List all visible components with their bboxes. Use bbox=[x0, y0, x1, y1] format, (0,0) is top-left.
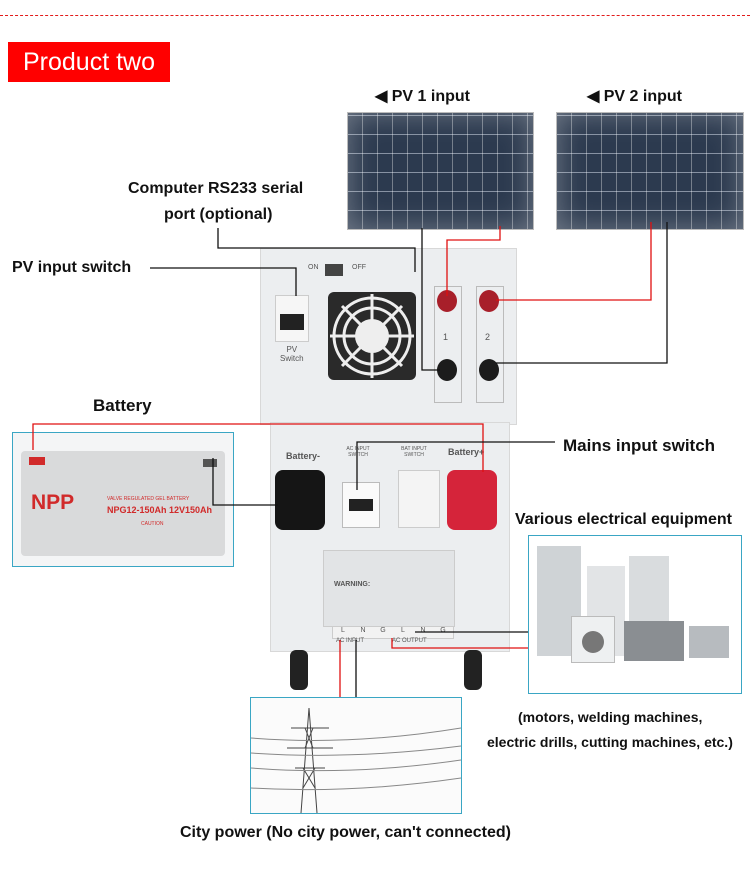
battery-negative-terminal[interactable] bbox=[275, 470, 325, 530]
terminal-g-out: G bbox=[440, 627, 446, 634]
pv1-number: 1 bbox=[443, 332, 449, 342]
battery-neg-label: Battery- bbox=[286, 451, 321, 461]
pv1-input-label: ◀ PV 1 input bbox=[375, 88, 470, 105]
wheel-right bbox=[464, 650, 482, 690]
terminal-n-in: N bbox=[360, 627, 366, 634]
pv2-positive-wire bbox=[496, 222, 652, 301]
pv1-negative-terminal[interactable] bbox=[437, 359, 457, 381]
equipment-note-2: electric drills, cutting machines, etc.) bbox=[487, 734, 733, 750]
arrow-left-icon: ◀ bbox=[375, 88, 392, 105]
battery-positive-post bbox=[29, 457, 45, 465]
pv2-positive-terminal[interactable] bbox=[479, 290, 499, 312]
mains-input-switch-label: Mains input switch bbox=[563, 436, 716, 455]
rs232-label-line1: Computer RS233 serial bbox=[128, 180, 304, 197]
pv-breaker[interactable] bbox=[275, 295, 309, 342]
ac-input-label: AC INPUT bbox=[336, 638, 365, 644]
rs232-label-line2: port (optional) bbox=[164, 206, 273, 223]
pv2-input-label: ◀ PV 2 input bbox=[587, 88, 682, 105]
off-label: OFF bbox=[352, 264, 366, 271]
power-switch[interactable] bbox=[325, 264, 343, 276]
terminal-g-in: G bbox=[380, 627, 386, 634]
battery-model: NPG12-150Ah 12V150Ah bbox=[107, 505, 213, 515]
ac-input-breaker[interactable] bbox=[342, 482, 380, 528]
pv2-negative-wire bbox=[496, 222, 668, 364]
terminal-l-out: L bbox=[401, 627, 405, 634]
ac-output-label: AC OUTPUT bbox=[392, 638, 427, 644]
terminal-l-in: L bbox=[341, 627, 345, 634]
solar-panel-1 bbox=[347, 112, 534, 230]
cabinet-icon bbox=[629, 556, 669, 626]
washing-machine-icon bbox=[571, 616, 615, 663]
pv2-number: 2 bbox=[485, 332, 491, 342]
city-power-label: City power (No city power, can't connect… bbox=[180, 824, 511, 841]
battery-image: NPP VALVE REGULATED GEL BATTERY NPG12-15… bbox=[12, 432, 234, 567]
cooling-fan-icon bbox=[328, 292, 416, 380]
pv-input-switch-label: PV input switch bbox=[12, 259, 132, 276]
battery-brand: NPP bbox=[31, 491, 75, 514]
battery-type: VALVE REGULATED GEL BATTERY bbox=[107, 496, 190, 502]
appliances-image bbox=[528, 535, 742, 694]
wheel-left bbox=[290, 650, 308, 690]
power-tower-icon bbox=[250, 707, 462, 814]
city-power-image bbox=[250, 697, 462, 814]
terminal-cover: WARNING: bbox=[323, 550, 455, 627]
on-label: ON bbox=[308, 264, 319, 271]
ac-input-switch-text: AC INPUT SWITCH bbox=[346, 446, 370, 458]
terminal-n-out: N bbox=[420, 627, 426, 634]
solar-panel-2 bbox=[556, 112, 744, 230]
section-badge: Product two bbox=[8, 42, 170, 82]
equipment-label: Various electrical equipment bbox=[515, 511, 732, 528]
arrow-left-icon: ◀ bbox=[587, 88, 604, 105]
pv2-negative-terminal[interactable] bbox=[479, 359, 499, 381]
battery-negative-post bbox=[203, 459, 217, 467]
bat-input-switch-text: BAT INPUT SWITCH bbox=[401, 446, 427, 458]
stove-icon bbox=[624, 621, 684, 661]
battery-label: Battery bbox=[93, 396, 152, 415]
battery-caution: CAUTION bbox=[141, 521, 164, 527]
equipment-note-1: (motors, welding machines, bbox=[518, 709, 703, 725]
bat-input-switch-cover bbox=[398, 470, 440, 528]
warning-text: WARNING: bbox=[334, 581, 371, 588]
pv1-positive-terminal[interactable] bbox=[437, 290, 457, 312]
battery-pos-label: Battery+ bbox=[448, 447, 485, 457]
microwave-icon bbox=[689, 626, 729, 658]
dashed-divider bbox=[0, 15, 750, 16]
battery-positive-terminal[interactable] bbox=[447, 470, 497, 530]
